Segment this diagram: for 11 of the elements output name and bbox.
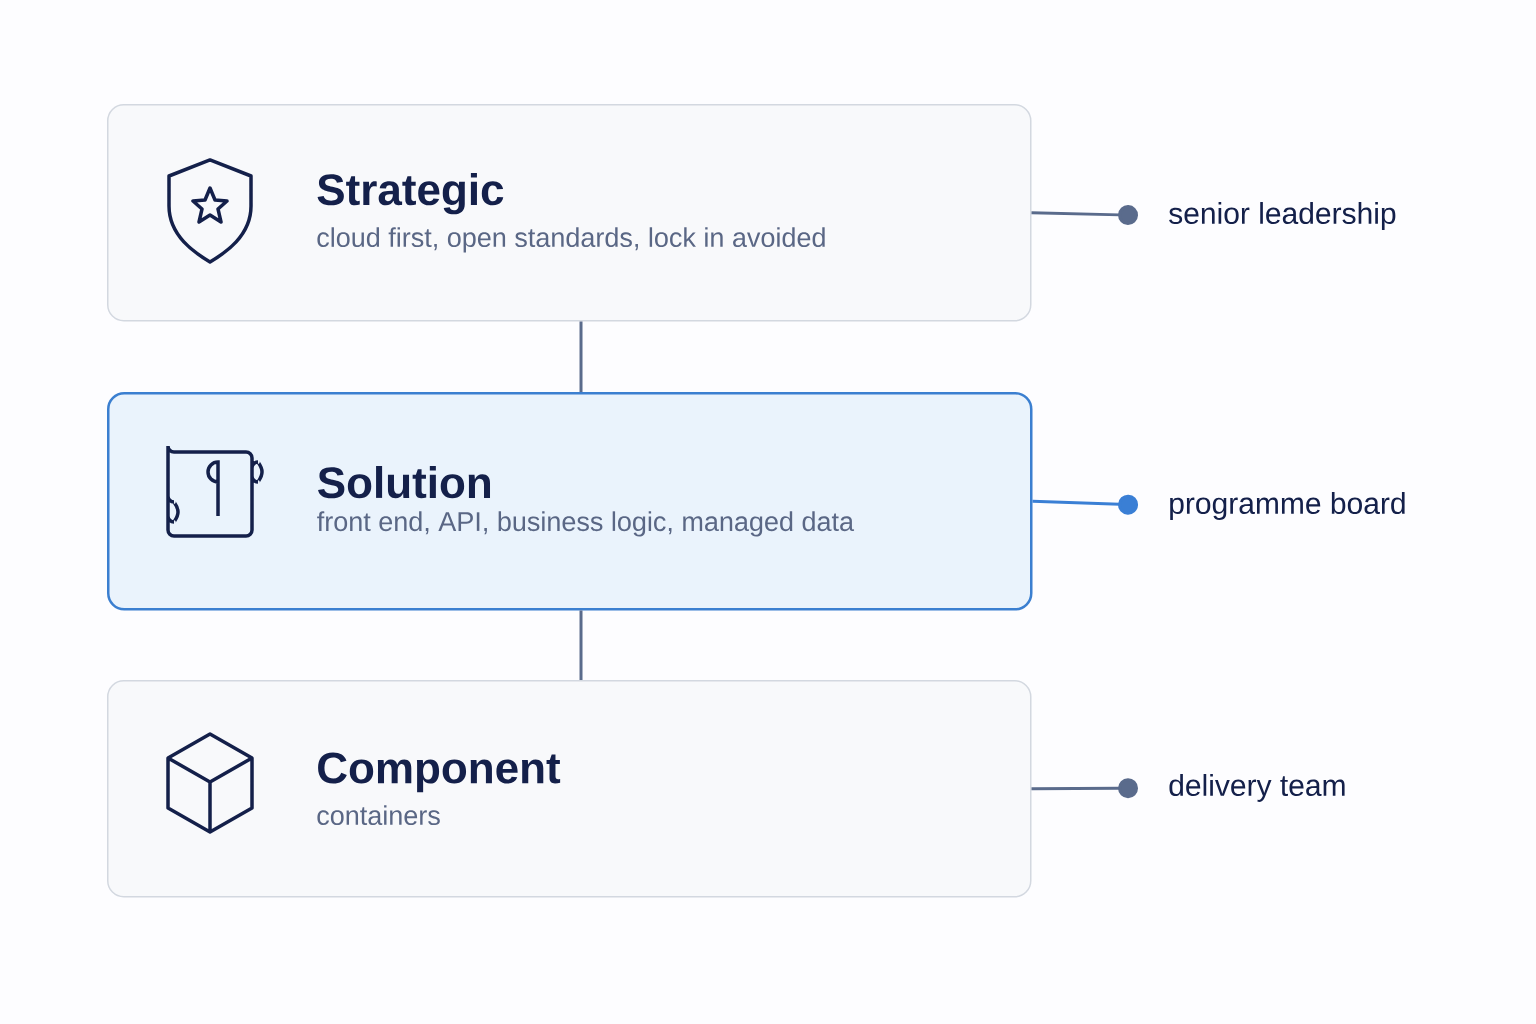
connector-line (1031, 778, 1138, 799)
connector-line (1031, 205, 1138, 226)
connector-line (579, 321, 583, 392)
tier-box: Strategic cloud first, open standards, lock in avoided (107, 104, 1032, 322)
connector-line (1032, 494, 1139, 515)
connector-line (579, 610, 583, 680)
tier-box: Component containers (107, 680, 1032, 898)
role-label: senior leadership (1169, 202, 1396, 230)
role-label: delivery team (1169, 774, 1345, 802)
tier-box: Solution front end, API, business logic, managed data (107, 392, 1033, 611)
role-label: programme board (1170, 492, 1405, 520)
